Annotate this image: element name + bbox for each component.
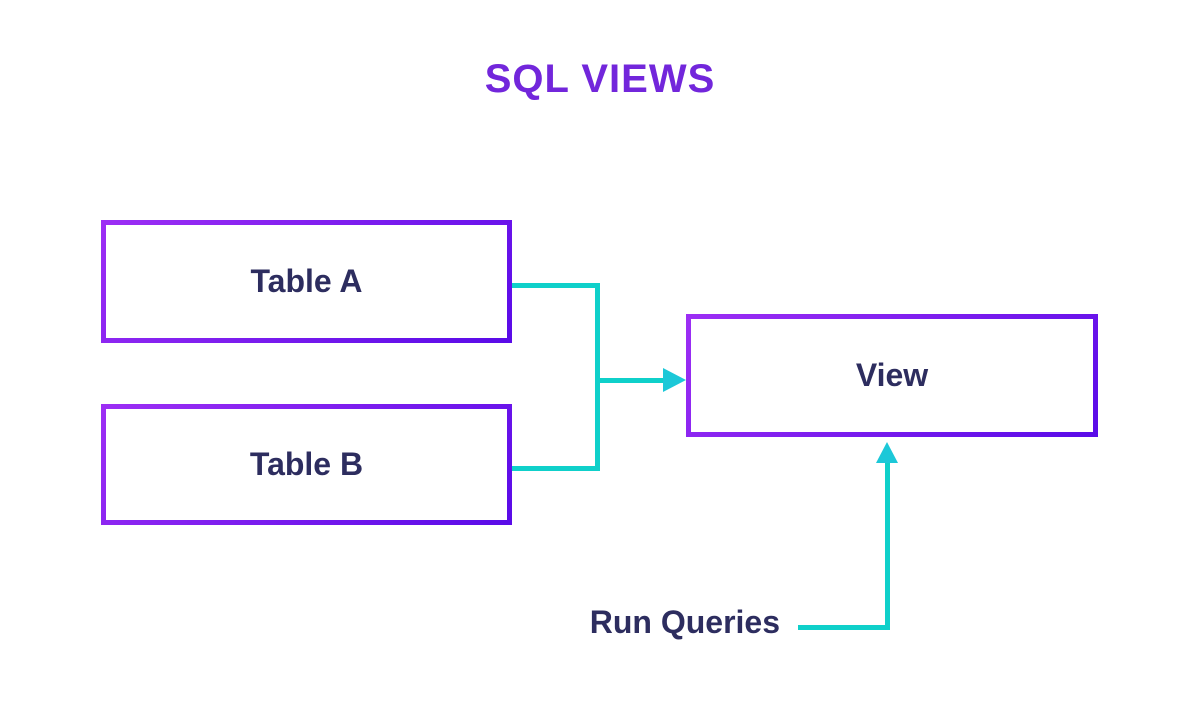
- connector-run-queries-horizontal: [798, 625, 890, 630]
- connector-run-queries-vertical: [885, 462, 890, 630]
- connector-table-b-horizontal: [512, 466, 600, 471]
- node-table-b-label: Table B: [249, 446, 364, 482]
- node-view: View: [686, 314, 1098, 437]
- arrowhead-up-into-view-icon: [876, 442, 898, 463]
- node-table-a-label: Table A: [250, 263, 363, 299]
- node-table-a: Table A: [101, 220, 512, 343]
- connector-to-view-horizontal: [598, 378, 663, 383]
- node-table-b: Table B: [101, 404, 512, 525]
- diagram-title: SQL VIEWS: [484, 57, 716, 101]
- node-view-label: View: [855, 357, 929, 393]
- arrowhead-into-view-icon: [663, 368, 686, 392]
- connector-table-a-horizontal: [512, 283, 600, 288]
- run-queries-label: Run Queries: [589, 604, 780, 640]
- connector-merge-vertical: [595, 283, 600, 471]
